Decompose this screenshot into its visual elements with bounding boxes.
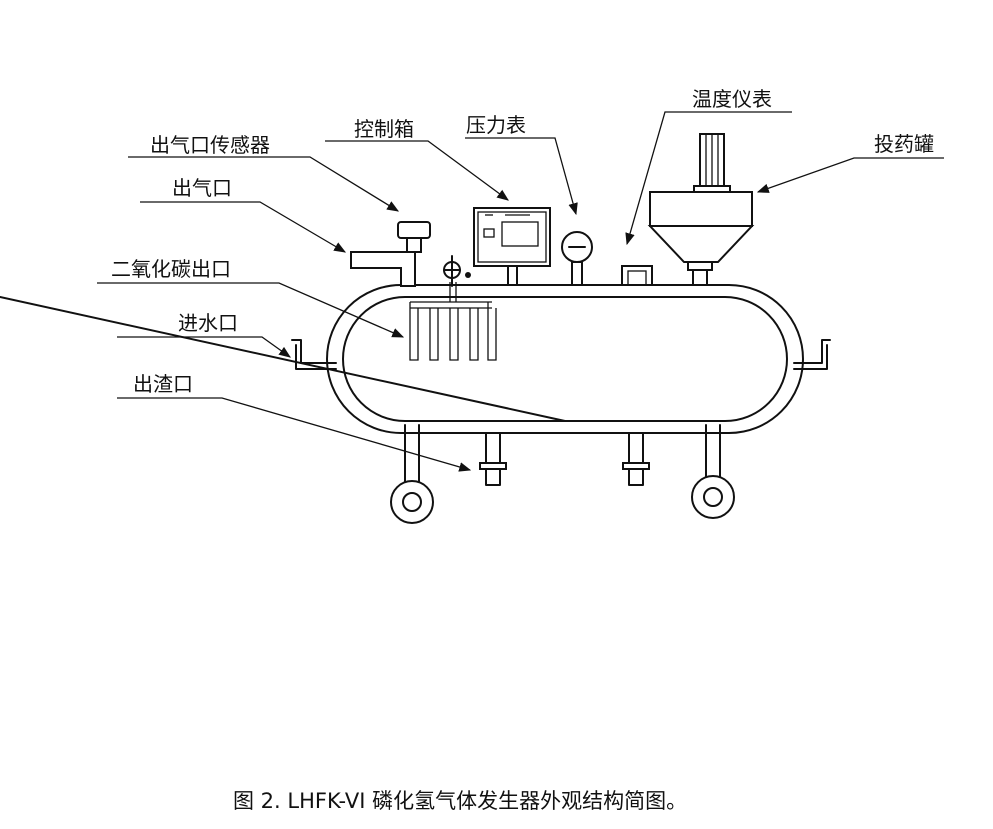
tank-partition: [0, 296, 566, 422]
label-water-inlet: 进水口: [178, 311, 238, 335]
wheels: [390, 424, 735, 524]
water-inlet-pipes: [291, 339, 831, 370]
control-box: [473, 207, 551, 286]
figure-caption: 图 2. LHFK-VI 磷化氢气体发生器外观结构简图。: [233, 789, 687, 813]
label-co2-outlet: 二氧化碳出口: [111, 257, 231, 281]
label-dosing-tank: 投药罐: [874, 132, 934, 156]
label-thermometer: 温度仪表: [692, 87, 772, 111]
pressure-gauge: [561, 231, 593, 286]
dosing-tank: [647, 133, 755, 286]
tank-body: [0, 284, 804, 434]
co2-comb-tubes: [409, 282, 497, 361]
label-pressure-gauge: 压力表: [466, 113, 526, 137]
label-gas-outlet: 出气口: [172, 176, 232, 200]
leader-lines: [97, 111, 944, 472]
slag-outlets: [479, 432, 650, 486]
label-slag-outlet: 出渣口: [133, 372, 193, 396]
label-outlet-sensor: 出气口传感器: [150, 133, 270, 157]
gas-outlet-pipe: [350, 221, 431, 287]
temperature-meter: [621, 265, 653, 286]
co2-valve: [443, 255, 471, 287]
label-control-box: 控制箱: [354, 117, 414, 141]
